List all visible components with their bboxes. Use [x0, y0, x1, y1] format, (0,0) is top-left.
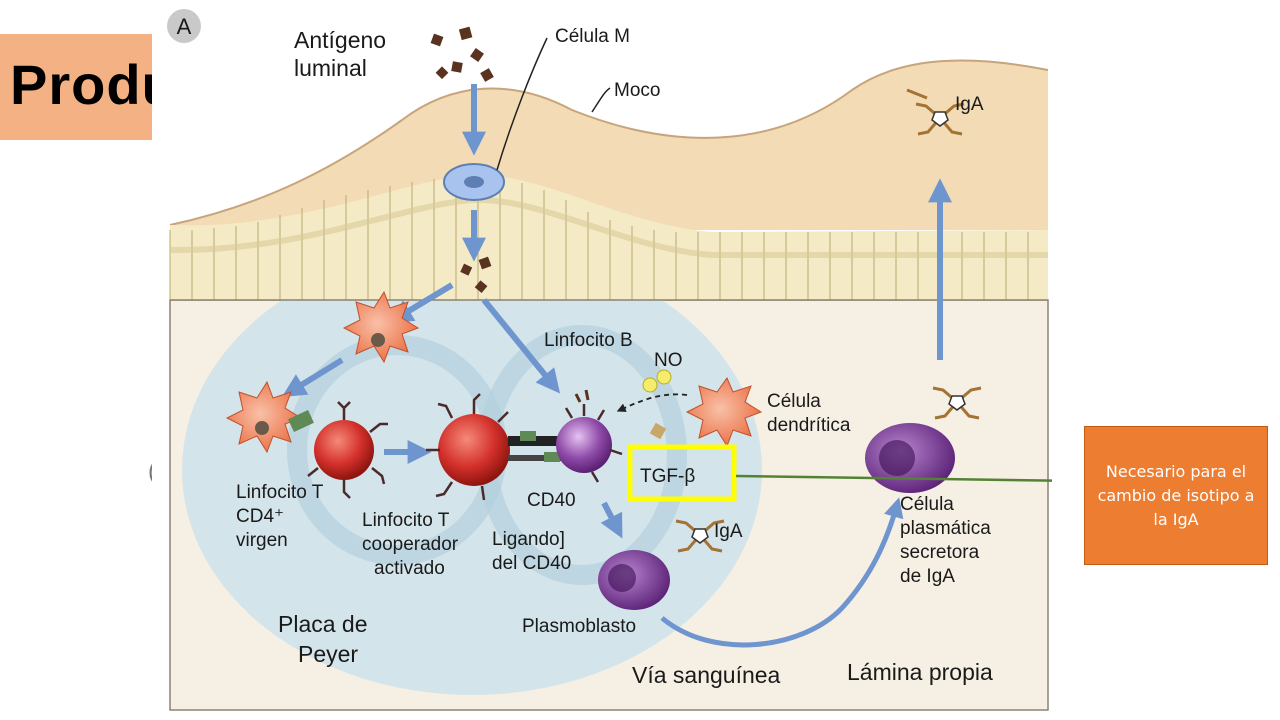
label-t-naive-3: virgen	[236, 530, 288, 551]
dendritic-cell-lower	[225, 380, 303, 454]
slide-title: Produ	[10, 53, 152, 116]
note-text: Necesario para el cambio de isotipo a la…	[1097, 461, 1255, 529]
label-plasma-4: de IgA	[900, 566, 955, 587]
plasmablast	[598, 550, 670, 610]
peyer-patch-figure: A	[152, 0, 1052, 720]
label-t-helper-3: activado	[374, 558, 445, 579]
label-iga-mid: IgA	[714, 521, 743, 542]
label-iga-top: IgA	[955, 94, 984, 115]
label-mucus: Moco	[614, 80, 660, 101]
plasma-cell	[865, 423, 955, 493]
arrow-to-dendritic-cell	[388, 282, 454, 323]
iga-molecule-top	[906, 88, 965, 136]
t-cell-naive	[288, 401, 388, 499]
dendritic-cell-upper	[342, 290, 420, 364]
label-t-naive-1: Linfocito T	[236, 482, 324, 503]
t-cell-helper	[426, 393, 510, 501]
label-peyer-1: Placa de	[278, 611, 368, 637]
label-plasma-1: Célula	[900, 494, 954, 515]
label-cd40l-2: del CD40	[492, 553, 571, 574]
b-cell	[556, 389, 623, 483]
tgf-beta-highlight	[627, 444, 737, 502]
label-t-helper-2: cooperador	[362, 534, 459, 555]
label-b-cell: Linfocito B	[544, 330, 633, 351]
label-no: NO	[654, 350, 683, 371]
arrow-to-plasmablast	[600, 501, 623, 539]
label-antigen-1: Antígeno	[294, 27, 386, 53]
label-plasma-2: plasmática	[900, 518, 991, 539]
label-dendritic-1: Célula	[767, 391, 821, 412]
antigen-particles	[430, 26, 494, 294]
label-cd40: CD40	[527, 490, 576, 511]
connector-line	[735, 474, 1052, 482]
label-t-helper-1: Linfocito T	[362, 510, 450, 531]
arrow-blood-route	[660, 497, 904, 648]
label-m-cell: Célula M	[555, 26, 630, 47]
label-plasma-3: secretora	[900, 542, 980, 563]
label-cd40l-1: Ligando]	[492, 529, 565, 550]
label-t-naive-2: CD4⁺	[236, 506, 284, 527]
label-blood-route: Vía sanguínea	[632, 662, 781, 688]
iga-molecule-low	[675, 519, 725, 553]
label-tgf-beta: TGF-β	[640, 466, 695, 487]
dendritic-cell-right	[685, 376, 763, 448]
label-plasmablast: Plasmoblasto	[522, 616, 636, 637]
arrow-to-apc	[281, 357, 344, 398]
panel-letter: A	[177, 14, 192, 39]
title-box: Produ	[0, 34, 152, 140]
label-dendritic-2: dendrítica	[767, 415, 851, 436]
label-antigen-2: luminal	[294, 55, 367, 81]
iga-molecule-mid	[932, 386, 982, 420]
label-lamina-propria: Lámina propia	[847, 659, 993, 685]
arrow-to-b-cell	[481, 298, 561, 394]
label-peyer-2: Peyer	[298, 641, 358, 667]
note-box: Necesario para el cambio de isotipo a la…	[1084, 426, 1268, 565]
